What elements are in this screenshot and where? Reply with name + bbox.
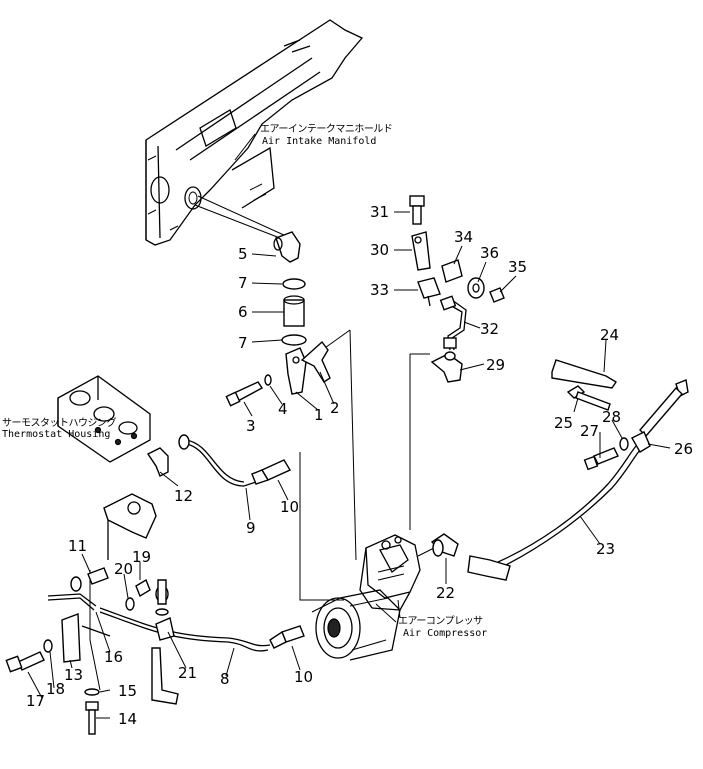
callout-33: 33 (370, 281, 389, 299)
callout-35: 35 (508, 258, 527, 276)
callout-7-upper: 7 (238, 274, 248, 292)
callout-3: 3 (246, 417, 256, 435)
callout-32: 32 (480, 320, 499, 338)
callout-11: 11 (68, 537, 87, 555)
thermostat-housing-drawing (57, 375, 151, 463)
callout-25: 25 (554, 414, 573, 432)
callout-5: 5 (238, 245, 248, 263)
thermostat-housing-label-jp: サーモスタットハウジング (2, 416, 116, 429)
callout-9: 9 (246, 519, 256, 537)
callout-19: 19 (132, 548, 151, 566)
callout-30: 30 (370, 241, 389, 259)
air-compressor-drawing (311, 534, 421, 661)
callout-1: 1 (314, 406, 324, 424)
part-number-callouts: 1 2 3 4 5 6 7 7 8 9 10 10 11 12 13 14 15… (26, 203, 693, 728)
callout-10-lower: 10 (294, 668, 313, 686)
callout-22: 22 (436, 584, 455, 602)
intake-manifold-drawing (145, 19, 364, 246)
callout-20: 20 (114, 560, 133, 578)
callout-8: 8 (220, 670, 230, 688)
callout-16: 16 (104, 648, 123, 666)
callout-12: 12 (174, 487, 193, 505)
callout-10-upper: 10 (280, 498, 299, 516)
callout-28: 28 (602, 408, 621, 426)
thermostat-housing-label-en: Thermostat Housing (2, 429, 110, 440)
callout-27: 27 (580, 422, 599, 440)
intake-manifold-label-en: Air Intake Manifold (262, 136, 376, 147)
callout-21: 21 (178, 664, 197, 682)
callout-23: 23 (596, 540, 615, 558)
callout-2: 2 (330, 399, 340, 417)
callout-15: 15 (118, 682, 137, 700)
callout-4: 4 (278, 400, 288, 418)
intake-manifold-label-jp: エアーインテークマニホールド (260, 123, 392, 135)
callout-31: 31 (370, 203, 389, 221)
callout-26: 26 (674, 440, 693, 458)
callout-29: 29 (486, 356, 505, 374)
callout-36: 36 (480, 244, 499, 262)
air-compressor-label-jp: エアーコンプレッサ (398, 615, 483, 627)
callout-14: 14 (118, 710, 137, 728)
callout-18: 18 (46, 680, 65, 698)
tubing (89, 299, 641, 691)
leader-lines (27, 211, 671, 719)
air-compressor-label-en: Air Compressor (403, 628, 487, 639)
fittings (5, 195, 689, 735)
callout-24: 24 (600, 326, 619, 344)
callout-7-lower: 7 (238, 334, 248, 352)
callout-13: 13 (64, 666, 83, 684)
callout-6: 6 (238, 303, 248, 321)
callout-17: 17 (26, 692, 45, 710)
callout-34: 34 (454, 228, 473, 246)
